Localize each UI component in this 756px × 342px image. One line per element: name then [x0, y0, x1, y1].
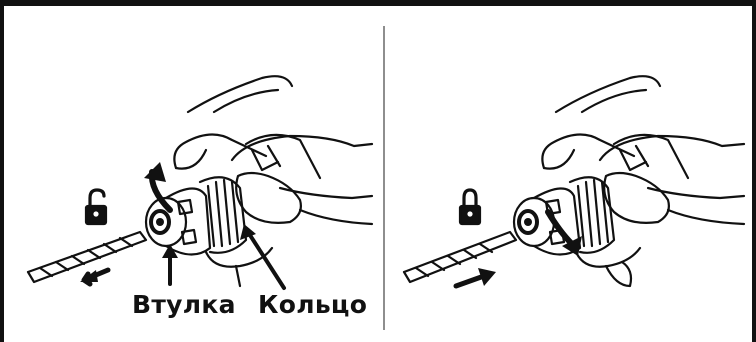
- left-panel: [28, 76, 372, 288]
- drill-body-left: [246, 135, 320, 178]
- drill-bit-right: [404, 232, 516, 282]
- ring-label: Кольцо: [258, 290, 367, 319]
- arrow-in-right-icon: [456, 276, 484, 286]
- chuck-left: [146, 177, 246, 254]
- unlocked-padlock-icon: [86, 190, 106, 224]
- right-panel: [404, 76, 744, 286]
- chuck-right: [514, 177, 614, 254]
- locked-padlock-icon: [460, 190, 480, 224]
- sleeve-label: Втулка: [132, 290, 236, 319]
- drill-body-right: [614, 135, 688, 178]
- ring-pointer-arrow: [248, 232, 284, 288]
